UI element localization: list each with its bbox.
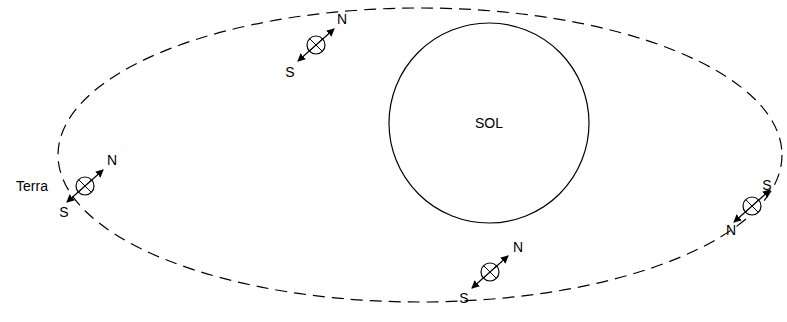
pole-label: N — [726, 222, 736, 238]
pole-label: N — [513, 239, 523, 255]
pole-label: S — [459, 290, 468, 306]
earth-symbol — [298, 29, 334, 61]
pole-label: N — [107, 152, 117, 168]
pole-label: S — [762, 177, 771, 193]
sun-circle: SOL — [388, 22, 590, 224]
pole-label: S — [285, 64, 294, 80]
earth-symbol — [67, 170, 103, 202]
pole-label: S — [59, 204, 68, 220]
orbit-path — [58, 8, 782, 302]
earth-symbol — [472, 256, 508, 288]
earth-symbol — [734, 190, 770, 222]
planet-name: Terra — [16, 178, 48, 194]
sun-label: SOL — [475, 115, 503, 131]
pole-label: N — [337, 11, 347, 27]
